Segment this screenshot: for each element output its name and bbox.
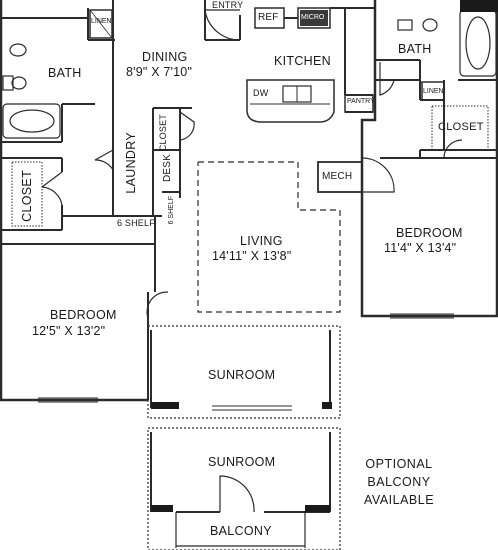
laundry-door-swing <box>94 149 114 171</box>
desk-label: DESK <box>162 154 173 183</box>
shelf-vertical-label: 6 SHELF <box>168 196 175 225</box>
bath-left-label: BATH <box>48 66 82 80</box>
sunroom-post-right <box>322 402 332 409</box>
exterior-walls <box>0 0 498 402</box>
living-ceiling-dashed-outline <box>197 161 341 313</box>
right-bath-walls <box>375 59 497 159</box>
kitchen-label: KITCHEN <box>274 54 331 68</box>
right-sink-icon <box>422 18 438 32</box>
bedroom-left-size: 12'5" X 13'2" <box>32 324 106 338</box>
dw-label: DW <box>253 88 269 98</box>
shelf-label: 6 SHELF <box>117 218 155 228</box>
closet-door-swing <box>179 111 195 141</box>
dining-size: 8'9" X 7'10" <box>126 65 193 79</box>
bedroom-door-swing <box>146 291 169 319</box>
bedroom-right-label: BEDROOM <box>396 226 463 240</box>
linen-left-label: LINEN <box>91 18 112 25</box>
right-door-swing <box>361 157 395 193</box>
bedroom-left-label: BEDROOM <box>50 308 117 322</box>
mech-box <box>317 161 363 193</box>
laundry-label: LAUNDRY <box>124 132 138 194</box>
optional-balcony-note: OPTIONAL BALCONY AVAILABLE <box>364 455 434 509</box>
living-size: 14'11" X 13'8" <box>212 249 292 263</box>
kitchen-island <box>246 79 335 123</box>
left-bath-walls <box>1 0 115 143</box>
living-label: LIVING <box>240 234 283 248</box>
closet-small-label: CLOSET <box>158 114 168 152</box>
note-line-3: AVAILABLE <box>364 493 435 508</box>
laundry-walls <box>61 102 192 230</box>
linen-right-label: LINEN <box>423 88 444 95</box>
left-toilet-icon <box>2 75 14 91</box>
sunroom-label: SUNROOM <box>208 368 276 382</box>
sunroom-outline <box>147 325 341 419</box>
left-closet-door-swing <box>41 171 63 206</box>
micro-label-bg <box>300 10 328 26</box>
alt-sunroom-label: SUNROOM <box>208 455 276 469</box>
pantry-label: PANTRY <box>347 98 375 105</box>
entry-door-swing <box>204 9 241 41</box>
dining-label: DINING <box>142 50 188 64</box>
left-tub-icon <box>2 103 61 139</box>
windows <box>38 313 454 411</box>
bedroom-right-size: 11'4" X 13'4" <box>384 241 457 255</box>
sunroom-post-left <box>151 402 179 409</box>
ref-label: REF <box>258 12 279 23</box>
left-sink-icon <box>9 43 27 57</box>
micro-label: MICRO <box>301 14 325 21</box>
right-closet-door-swing <box>443 139 463 159</box>
closet-right-label: CLOSET <box>438 121 484 133</box>
right-toilet-icon <box>397 19 413 31</box>
note-line-2: BALCONY <box>367 475 431 490</box>
balcony-label: BALCONY <box>210 524 272 538</box>
left-closet-walls <box>1 157 63 231</box>
closet-left-label: CLOSET <box>20 170 34 222</box>
note-line-1: OPTIONAL <box>365 457 433 471</box>
top-right-black-corner <box>460 0 498 12</box>
entry-label: ENTRY <box>212 0 244 10</box>
bath-right-label: BATH <box>398 42 432 56</box>
mech-label: MECH <box>322 171 353 182</box>
linen-left-box <box>89 9 113 39</box>
